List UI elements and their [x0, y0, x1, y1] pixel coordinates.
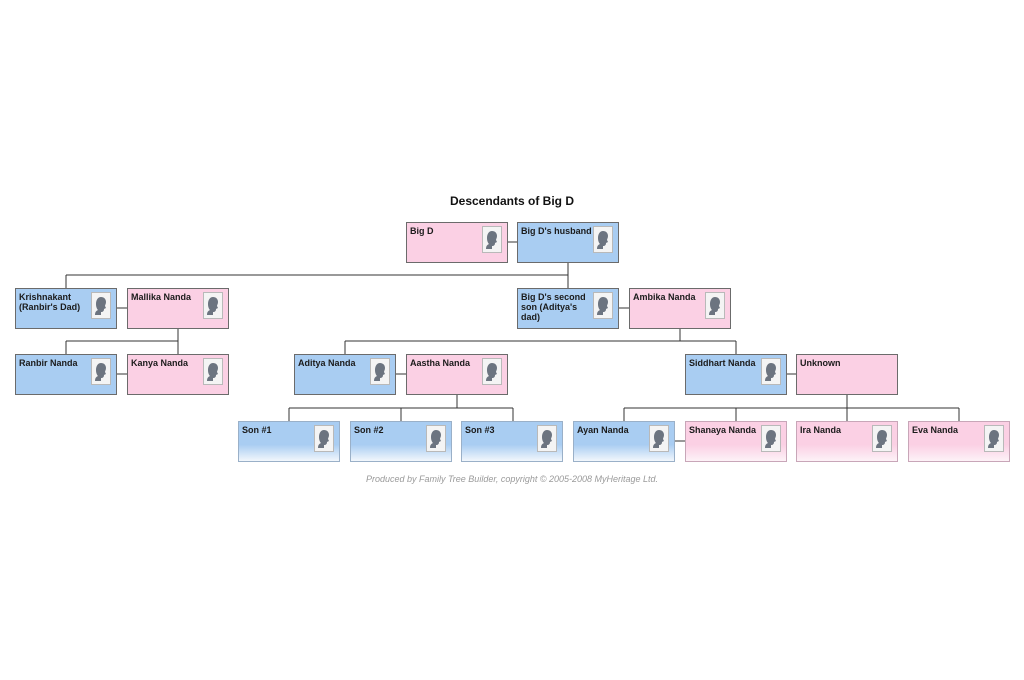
silhouette-icon [593, 226, 613, 253]
person-card-son2[interactable]: Son #2 [350, 421, 452, 462]
silhouette-icon [370, 358, 390, 385]
person-card-shanaya[interactable]: Shanaya Nanda [685, 421, 787, 462]
person-name: Kanya Nanda [131, 358, 189, 368]
silhouette-icon [426, 425, 446, 452]
person-card-big-d-husband[interactable]: Big D's husband [517, 222, 619, 263]
person-name: Ira Nanda [800, 425, 842, 435]
person-card-krishnakant[interactable]: Krishnakant (Ranbir's Dad) [15, 288, 117, 329]
chart-title: Descendants of Big D [449, 194, 575, 208]
person-name: Son #1 [242, 425, 272, 435]
person-name: Unknown [800, 358, 841, 368]
silhouette-icon [705, 292, 725, 319]
person-name: Siddhart Nanda [689, 358, 756, 368]
silhouette-icon [761, 358, 781, 385]
silhouette-icon [482, 358, 502, 385]
person-card-ayan[interactable]: Ayan Nanda [573, 421, 675, 462]
person-name: Krishnakant (Ranbir's Dad) [19, 292, 81, 312]
person-name: Shanaya Nanda [689, 425, 757, 435]
person-card-aditya[interactable]: Aditya Nanda [294, 354, 396, 395]
person-name: Ambika Nanda [633, 292, 696, 302]
silhouette-icon [203, 358, 223, 385]
person-card-siddhart[interactable]: Siddhart Nanda [685, 354, 787, 395]
person-card-aastha[interactable]: Aastha Nanda [406, 354, 508, 395]
person-card-second-son[interactable]: Big D's second son (Aditya's dad) [517, 288, 619, 329]
silhouette-icon [314, 425, 334, 452]
person-name: Big D's second son (Aditya's dad) [521, 292, 586, 322]
person-card-eva[interactable]: Eva Nanda [908, 421, 1010, 462]
person-card-ira[interactable]: Ira Nanda [796, 421, 898, 462]
silhouette-icon [984, 425, 1004, 452]
person-name: Ayan Nanda [577, 425, 629, 435]
silhouette-icon [91, 358, 111, 385]
silhouette-icon [203, 292, 223, 319]
person-name: Big D [410, 226, 434, 236]
person-name: Aditya Nanda [298, 358, 356, 368]
footer-credit: Produced by Family Tree Builder, copyrig… [365, 474, 659, 484]
person-name: Eva Nanda [912, 425, 959, 435]
person-name: Big D's husband [521, 226, 592, 236]
person-card-kanya[interactable]: Kanya Nanda [127, 354, 229, 395]
person-card-mallika[interactable]: Mallika Nanda [127, 288, 229, 329]
person-card-son3[interactable]: Son #3 [461, 421, 563, 462]
silhouette-icon [537, 425, 557, 452]
person-name: Ranbir Nanda [19, 358, 78, 368]
silhouette-icon [593, 292, 613, 319]
person-name: Aastha Nanda [410, 358, 471, 368]
person-name: Son #2 [354, 425, 384, 435]
person-card-ranbir[interactable]: Ranbir Nanda [15, 354, 117, 395]
person-name: Son #3 [465, 425, 495, 435]
person-name: Mallika Nanda [131, 292, 192, 302]
silhouette-icon [482, 226, 502, 253]
person-card-son1[interactable]: Son #1 [238, 421, 340, 462]
person-card-unknown[interactable]: Unknown [796, 354, 898, 395]
silhouette-icon [761, 425, 781, 452]
silhouette-icon [91, 292, 111, 319]
person-card-ambika[interactable]: Ambika Nanda [629, 288, 731, 329]
person-card-big-d[interactable]: Big D [406, 222, 508, 263]
silhouette-icon [649, 425, 669, 452]
silhouette-icon [872, 425, 892, 452]
